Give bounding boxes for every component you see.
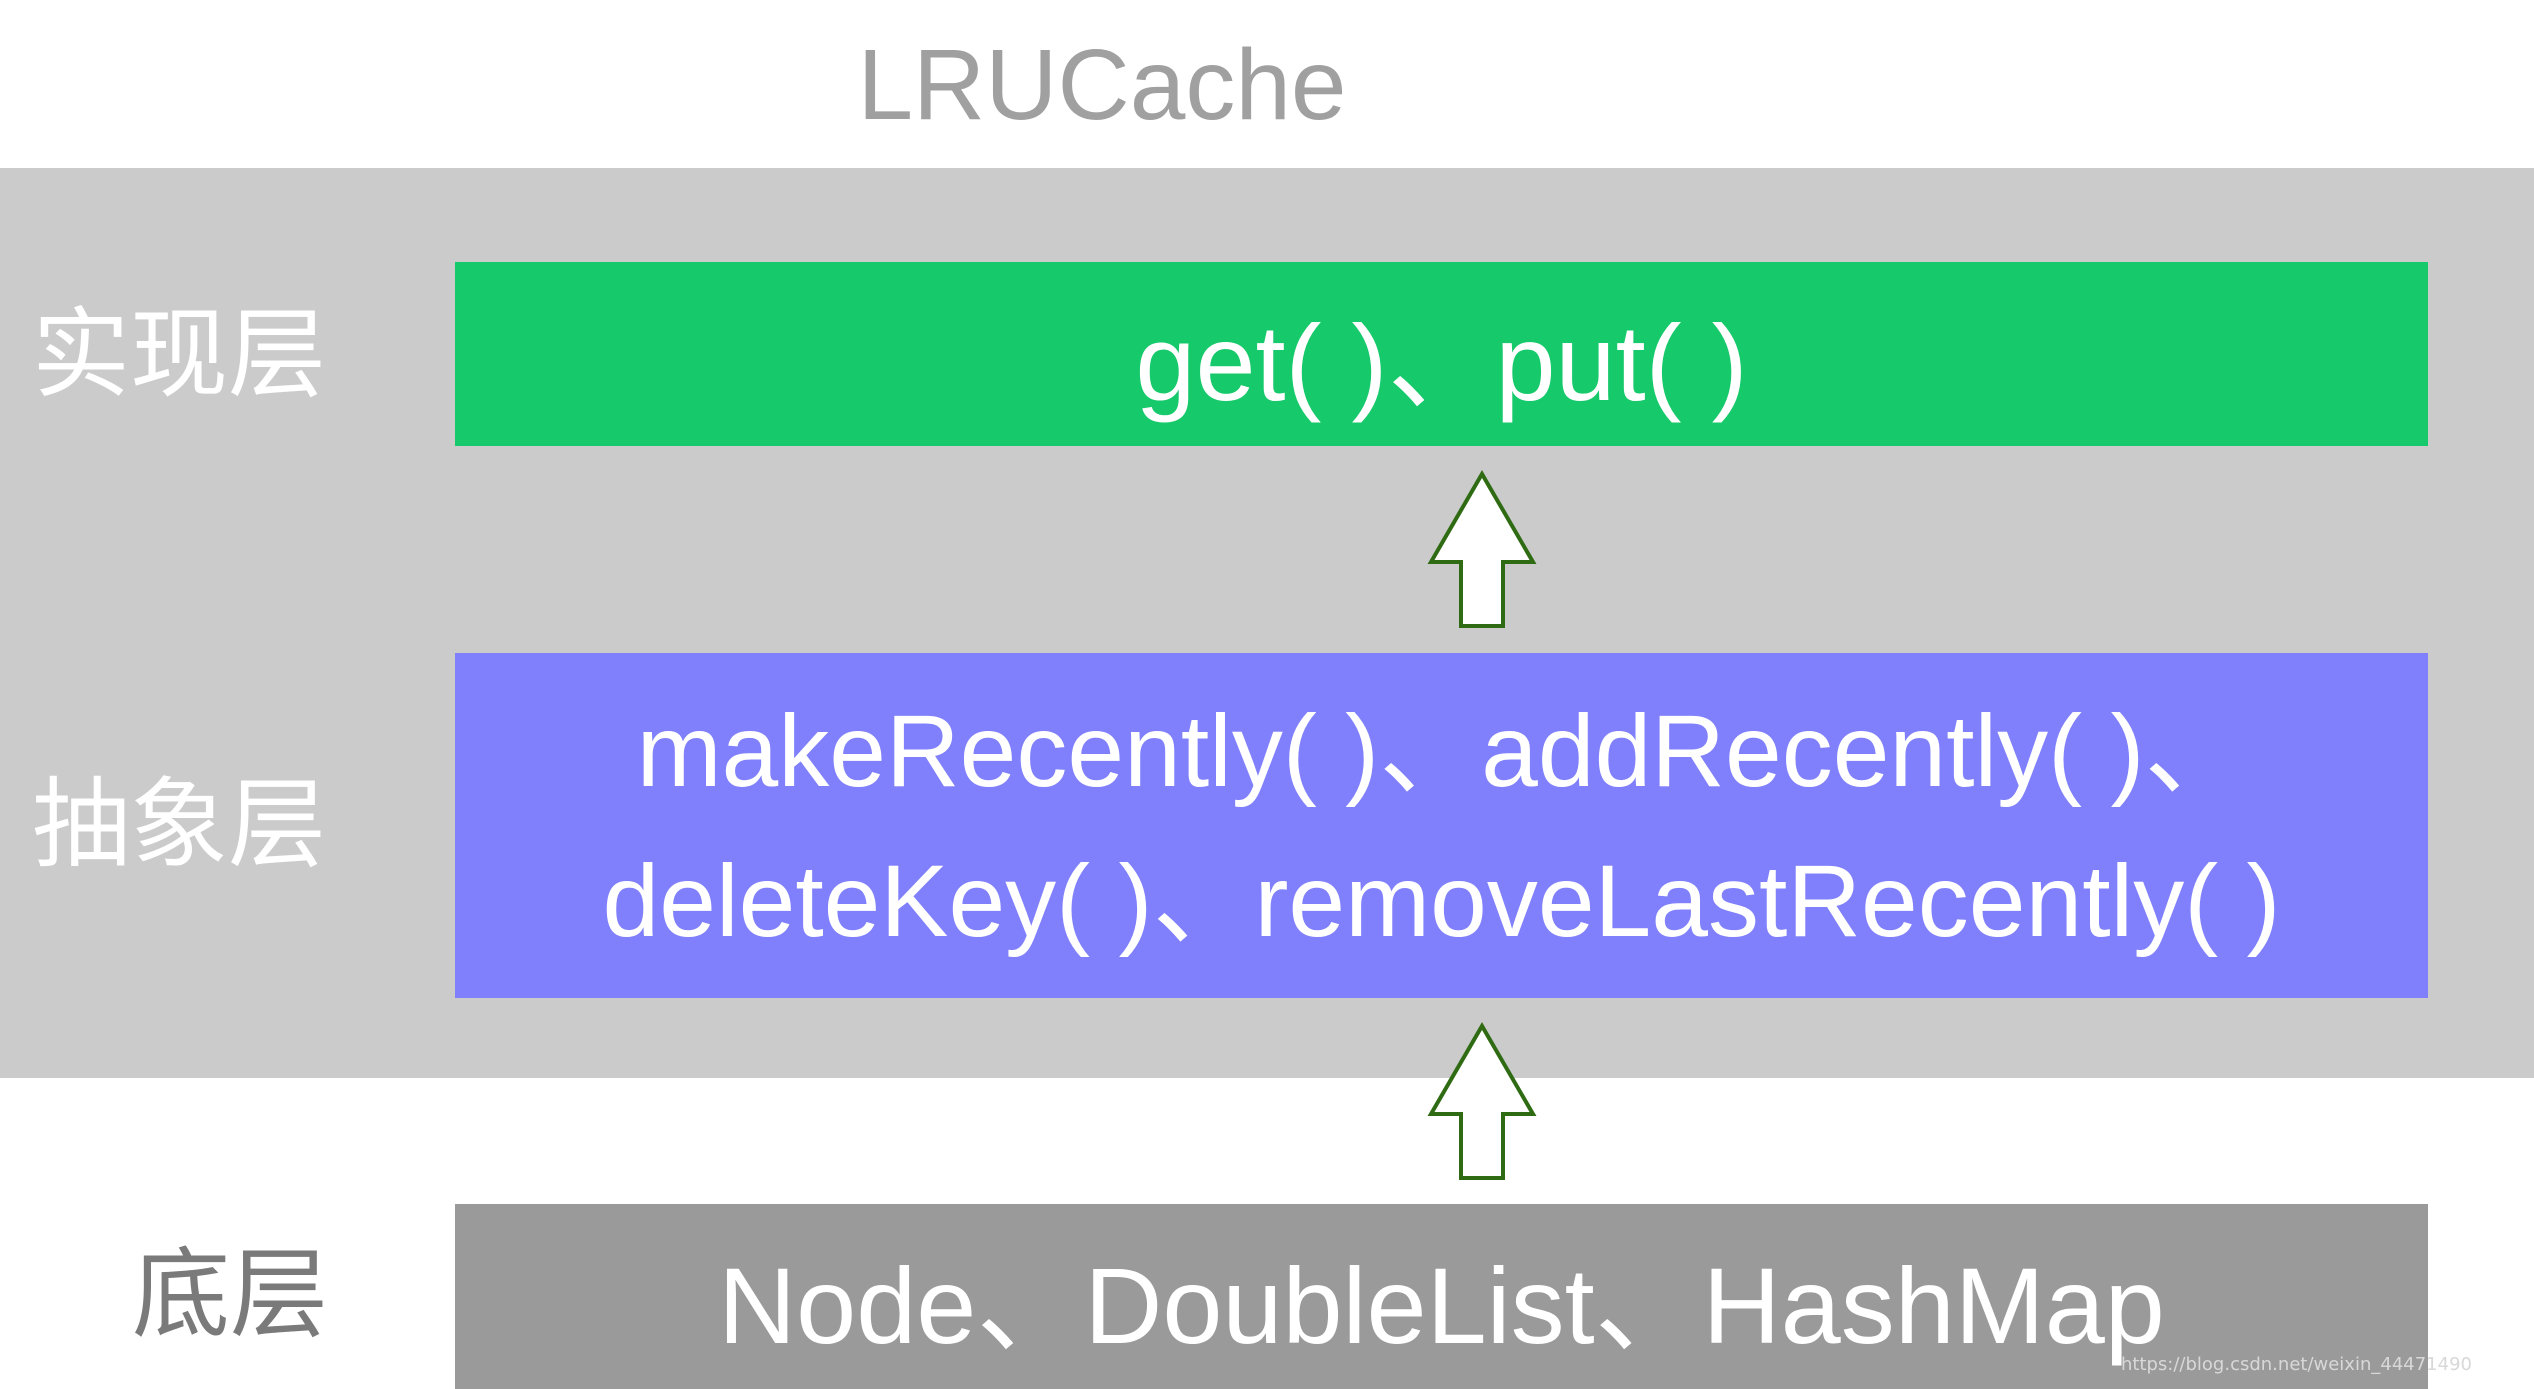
abstraction-layer-label: 抽象层 (32, 768, 327, 882)
implementation-layer-label: 实现层 (32, 298, 327, 412)
base-layer-box: Node、DoubleList、HashMap (455, 1204, 2428, 1389)
abstraction-methods-line-2: deleteKey( )、removeLastRecently( ) (602, 843, 2281, 958)
abstraction-methods-line-1: makeRecently( )、addRecently( )、 (636, 693, 2247, 808)
arrow-up-icon (1427, 470, 1537, 628)
diagram-title: LRUCache (857, 29, 1347, 141)
base-layer-label: 底层 (132, 1238, 329, 1352)
implementation-layer-methods: get( )、put( ) (1135, 302, 1748, 423)
watermark: https://blog.csdn.net/weixin_44471490 (2120, 1354, 2472, 1375)
arrow-up-icon (1427, 1022, 1537, 1180)
abstraction-layer-box: makeRecently( )、addRecently( )、 deleteKe… (455, 653, 2428, 998)
implementation-layer-box: get( )、put( ) (455, 262, 2428, 446)
base-layer-structures: Node、DoubleList、HashMap (718, 1244, 2165, 1366)
